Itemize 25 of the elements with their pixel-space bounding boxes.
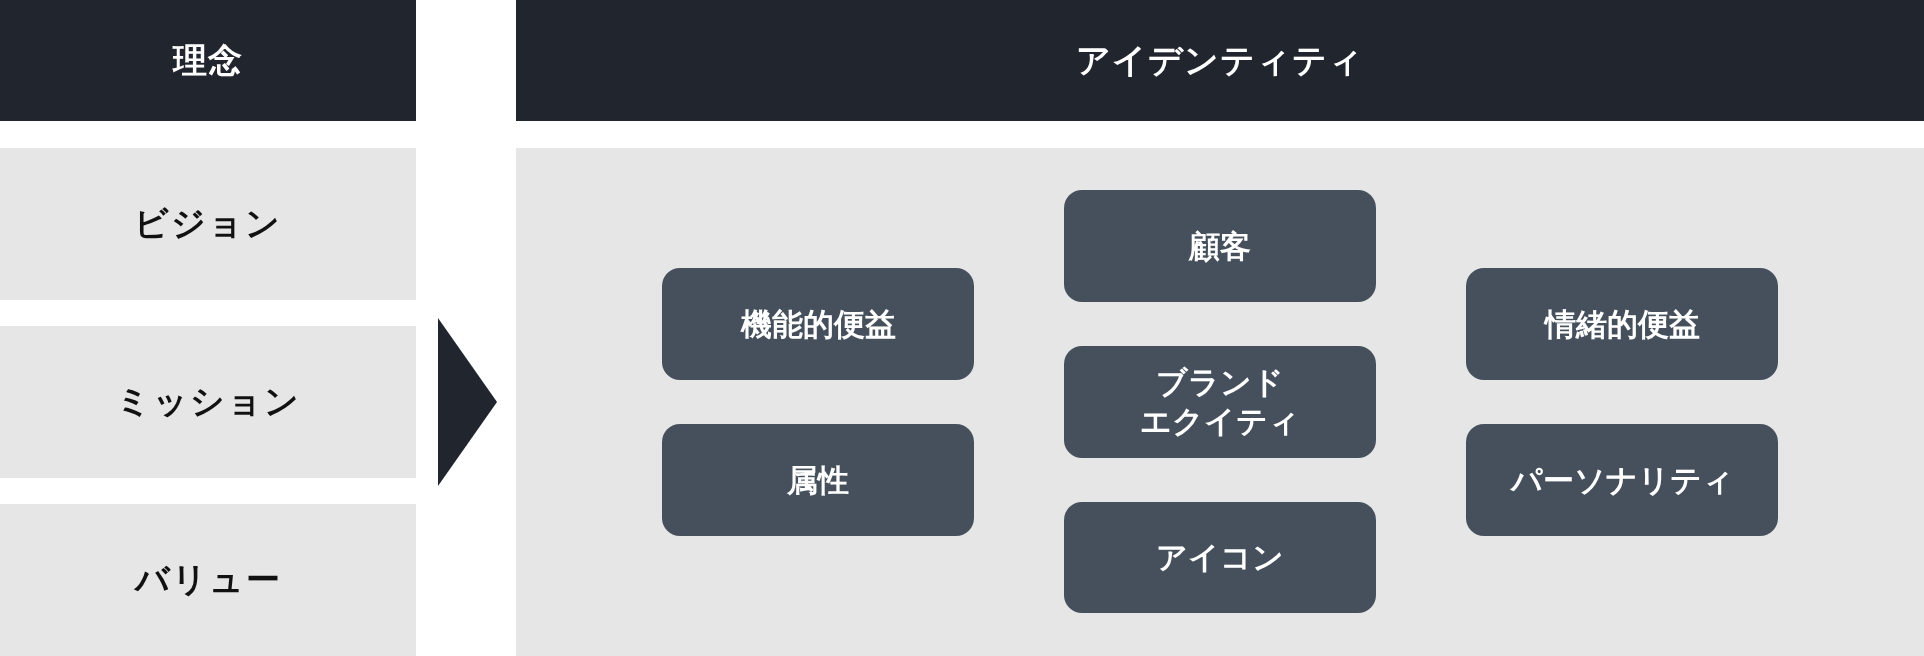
header-band xyxy=(0,0,416,121)
section-heading: 理念 xyxy=(173,38,243,82)
item-card xyxy=(1064,346,1376,458)
content-panel xyxy=(516,148,1924,656)
row-panel xyxy=(0,148,416,300)
row-label: ビジョン xyxy=(134,202,282,245)
item-label: 属性 xyxy=(787,460,849,500)
item-label: 情緒的便益 xyxy=(1544,304,1700,344)
row-label: ミッション xyxy=(115,380,301,423)
section-heading: アイデンティティ xyxy=(1076,38,1364,82)
item-label: ブランドエクイティ xyxy=(1140,363,1300,441)
row-panel xyxy=(0,326,416,478)
header-band xyxy=(516,0,1924,121)
item-card xyxy=(1466,424,1778,536)
item-card xyxy=(662,268,974,380)
item-label: パーソナリティ xyxy=(1510,460,1734,500)
row-panel xyxy=(0,504,416,656)
item-card xyxy=(1466,268,1778,380)
item-card xyxy=(1064,190,1376,302)
item-label: アイコン xyxy=(1156,538,1284,577)
item-label: 顧客 xyxy=(1189,226,1251,266)
row-label: バリュー xyxy=(134,558,282,601)
item-card xyxy=(662,424,974,536)
item-card xyxy=(1064,502,1376,613)
item-label: 機能的便益 xyxy=(740,304,896,344)
